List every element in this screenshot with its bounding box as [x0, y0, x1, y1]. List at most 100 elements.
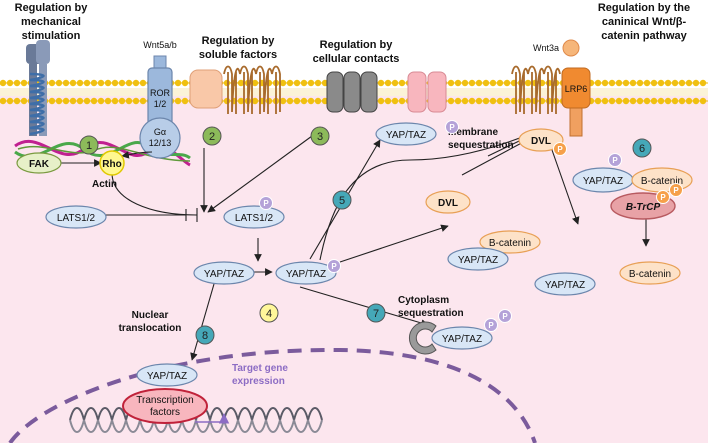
yap-wnt-label: YAP/TAZ — [583, 176, 623, 187]
svg-text:P: P — [488, 321, 494, 330]
phosphate-badge: P — [484, 318, 498, 332]
btrcp-label: B-TrCP — [626, 202, 661, 213]
svg-text:P: P — [673, 186, 679, 195]
cyto-seq-label-1: Cytoplasm — [398, 295, 449, 306]
step-marker-2: 2 — [202, 126, 222, 146]
phosphate-badge: P — [327, 259, 341, 273]
heading-contacts-1: Regulation by — [320, 39, 394, 51]
yap-nuc-label: YAP/TAZ — [147, 371, 187, 382]
cell-contact-proteins — [326, 71, 447, 113]
svg-text:1: 1 — [86, 140, 92, 152]
tf-label-2: factors — [150, 407, 180, 418]
membrane-seq-label-2: sequestration — [448, 140, 514, 151]
membrane-seq-label-1: Membrane — [448, 127, 498, 138]
svg-text:5: 5 — [339, 195, 345, 207]
dvl-node-cytoplasm — [425, 190, 471, 214]
svg-text:6: 6 — [639, 143, 645, 155]
phosphate-badge: P — [553, 142, 567, 156]
svg-text:3: 3 — [317, 131, 323, 143]
bcat-node-mid — [479, 230, 541, 254]
transcription-arrow — [195, 412, 230, 424]
actin-label: Actin — [92, 179, 117, 190]
rho-label: Rho — [102, 159, 121, 170]
galpha-label-2: 12/13 — [149, 138, 172, 148]
wnt3a-ligand — [562, 39, 580, 57]
lrp6-label: LRP6 — [565, 84, 588, 94]
bcat-wnt-label: B-catenin — [641, 176, 683, 187]
wnt3a-label: Wnt3a — [533, 43, 559, 53]
heading-soluble-1: Regulation by — [202, 35, 276, 47]
wnt5ab-label: Wnt5a/b — [143, 40, 177, 50]
svg-text:P: P — [331, 262, 337, 271]
step-marker-4: 4 — [259, 303, 279, 323]
ror-label-2: 1/2 — [154, 99, 167, 109]
target-label-1: Target gene — [232, 363, 288, 374]
dna-helix — [69, 407, 323, 433]
cytoplasm-anchor — [408, 321, 437, 355]
bcat-free — [619, 261, 681, 285]
yap-membrane-label: YAP/TAZ — [386, 130, 426, 141]
transcription-factors-node — [122, 388, 208, 424]
nuclear-label-1: Nuclear — [132, 310, 169, 321]
phosphate-badge: P — [498, 309, 512, 323]
lats-right-label: LATS1/2 — [235, 213, 274, 224]
heading-contacts-2: cellular contacts — [313, 53, 400, 65]
phosphate-badge: P — [445, 120, 459, 134]
step-marker-5: 5 — [332, 190, 352, 210]
yap-taz-nuclear — [136, 363, 198, 387]
step-marker-8: 8 — [195, 325, 215, 345]
yap-free-label: YAP/TAZ — [545, 280, 585, 291]
dvl-mid-label: DVL — [438, 198, 458, 209]
fak-label: FAK — [29, 159, 50, 170]
svg-text:P: P — [502, 312, 508, 321]
yap-left-label: YAP/TAZ — [204, 269, 244, 280]
frizzled-lrp6-complex — [511, 65, 591, 137]
svg-text:8: 8 — [202, 330, 208, 342]
svg-text:P: P — [660, 193, 666, 202]
svg-text:2: 2 — [209, 131, 215, 143]
yap-taz-cytoplasm — [193, 261, 255, 285]
phosphate-badge: P — [608, 153, 622, 167]
yap-taz-phosphorylated — [275, 261, 337, 285]
phosphate-badge: P — [669, 183, 683, 197]
lats-node-unphosphorylated — [45, 205, 107, 229]
heading-soluble-2: soluble factors — [199, 49, 277, 61]
phosphate-badge: P — [656, 190, 670, 204]
svg-text:4: 4 — [266, 308, 272, 320]
step-marker-7: 7 — [366, 303, 386, 323]
yap-taz-membrane — [375, 122, 437, 146]
galpha-label-1: Gα — [154, 127, 166, 137]
dvl-node-membrane — [518, 128, 564, 152]
nuclear-envelope — [8, 347, 537, 443]
yap-center-label: YAP/TAZ — [286, 269, 326, 280]
rho-node — [99, 150, 125, 176]
heading-wnt-3: catenin pathway — [601, 30, 687, 42]
heading-mechanical-1: Regulation by — [15, 2, 89, 14]
lats-node-phosphorylated — [223, 205, 285, 229]
bcat-free-label: B-catenin — [629, 269, 671, 280]
mechanoreceptor — [26, 40, 50, 136]
nuclear-label-2: translocation — [119, 323, 182, 334]
yap-taz-bcat-bound — [447, 247, 509, 271]
heading-wnt-2: caninical Wnt/β- — [602, 16, 687, 28]
svg-text:P: P — [557, 145, 563, 154]
tf-label-1: Transcription — [136, 395, 193, 406]
svg-text:7: 7 — [373, 308, 379, 320]
ror-receptor — [139, 55, 181, 159]
heading-mechanical-3: stimulation — [22, 30, 81, 42]
cyto-seq-label-2: sequestration — [398, 308, 464, 319]
fak-node — [16, 152, 62, 174]
yap-bcat-label: YAP/TAZ — [458, 255, 498, 266]
svg-text:P: P — [263, 199, 269, 208]
bcat-mid-label: B-catenin — [489, 238, 531, 249]
heading-wnt-1: Regulation by the — [598, 2, 690, 14]
yap-taz-sequestered — [431, 326, 493, 350]
pathway-arrows — [60, 129, 650, 361]
ror-label-1: ROR — [150, 88, 171, 98]
gpcr-receptor — [189, 65, 281, 114]
svg-text:P: P — [612, 156, 618, 165]
lats-left-label: LATS1/2 — [57, 213, 96, 224]
step-marker-6: 6 — [632, 138, 652, 158]
